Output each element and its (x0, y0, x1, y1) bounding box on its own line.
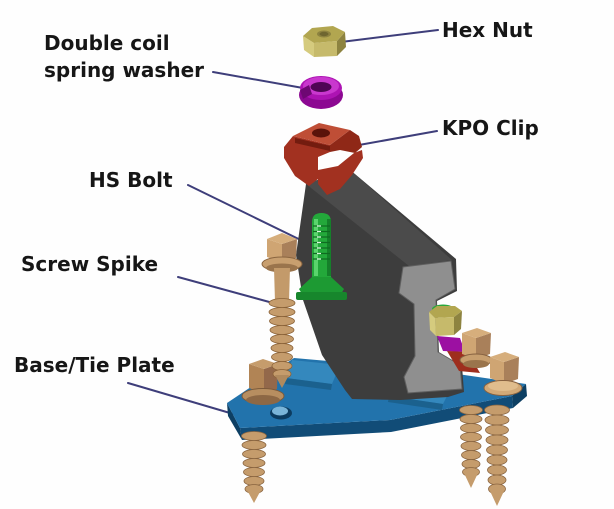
assembled-nut-left (429, 312, 436, 336)
leader-spring-washer (212, 71, 304, 89)
label-spring-washer-line1: Double coil (44, 31, 170, 55)
screw-spike-right-rear-head (459, 328, 493, 368)
washer-coil-split (300, 85, 312, 99)
kpo-clip-hole (312, 128, 330, 138)
assembled-nut-top (429, 306, 462, 318)
kpo-clip-left-leg (284, 136, 330, 186)
spike-thread-left (241, 431, 267, 503)
label-hex-nut: Hex Nut (442, 18, 533, 42)
label-hs-bolt: HS Bolt (89, 168, 173, 192)
hex-nut (303, 26, 346, 57)
spike-thread-right-front (484, 404, 510, 506)
rail-head-top-face (306, 169, 452, 266)
plate-boss-left (286, 360, 340, 384)
assembled-washer (437, 336, 465, 352)
assembled-nut-front (435, 317, 454, 336)
hs-bolt-flare (299, 277, 344, 294)
screw-spike-floating (261, 233, 303, 388)
leader-screw-spike (177, 276, 285, 307)
hex-nut-right-face (337, 32, 346, 56)
label-kpo-clip: KPO Clip (442, 116, 539, 140)
assembled-nut-right (454, 311, 462, 335)
hex-nut-front-face (314, 41, 337, 57)
label-screw-spike: Screw Spike (21, 252, 159, 276)
plate-right-face (512, 384, 527, 408)
leader-kpo-clip (358, 130, 438, 146)
label-spring-washer-line2: spring washer (44, 58, 204, 82)
plate-hole-highlight (272, 406, 288, 416)
screw-spike-right-front-head (483, 352, 523, 396)
kpo-clip (284, 123, 363, 195)
leader-hs-bolt (187, 184, 314, 247)
spring-washer (299, 76, 343, 109)
washer-hole (310, 82, 332, 92)
kpo-clip-right-band (330, 130, 362, 153)
hs-bolt-foot (296, 292, 347, 300)
label-spring-washer: Double coil spring washer (44, 30, 204, 84)
plate-boss-left-edge (285, 378, 332, 390)
kpo-clip-bottom-bar (318, 150, 363, 195)
kpo-clip-inner-shadow (295, 138, 330, 151)
hs-bolt-thread-glints (317, 225, 321, 260)
label-base-plate: Base/Tie Plate (14, 353, 175, 377)
leader-base-plate (127, 382, 248, 419)
hs-bolt (296, 213, 347, 300)
plate-left-face (227, 403, 242, 440)
leader-hex-nut (340, 29, 439, 43)
hs-bolt-threads (313, 225, 330, 260)
hex-nut-hole (319, 31, 329, 37)
plate-front-face (240, 396, 513, 440)
leader-lines (127, 29, 439, 419)
spike-thread-right-rear (459, 405, 483, 488)
